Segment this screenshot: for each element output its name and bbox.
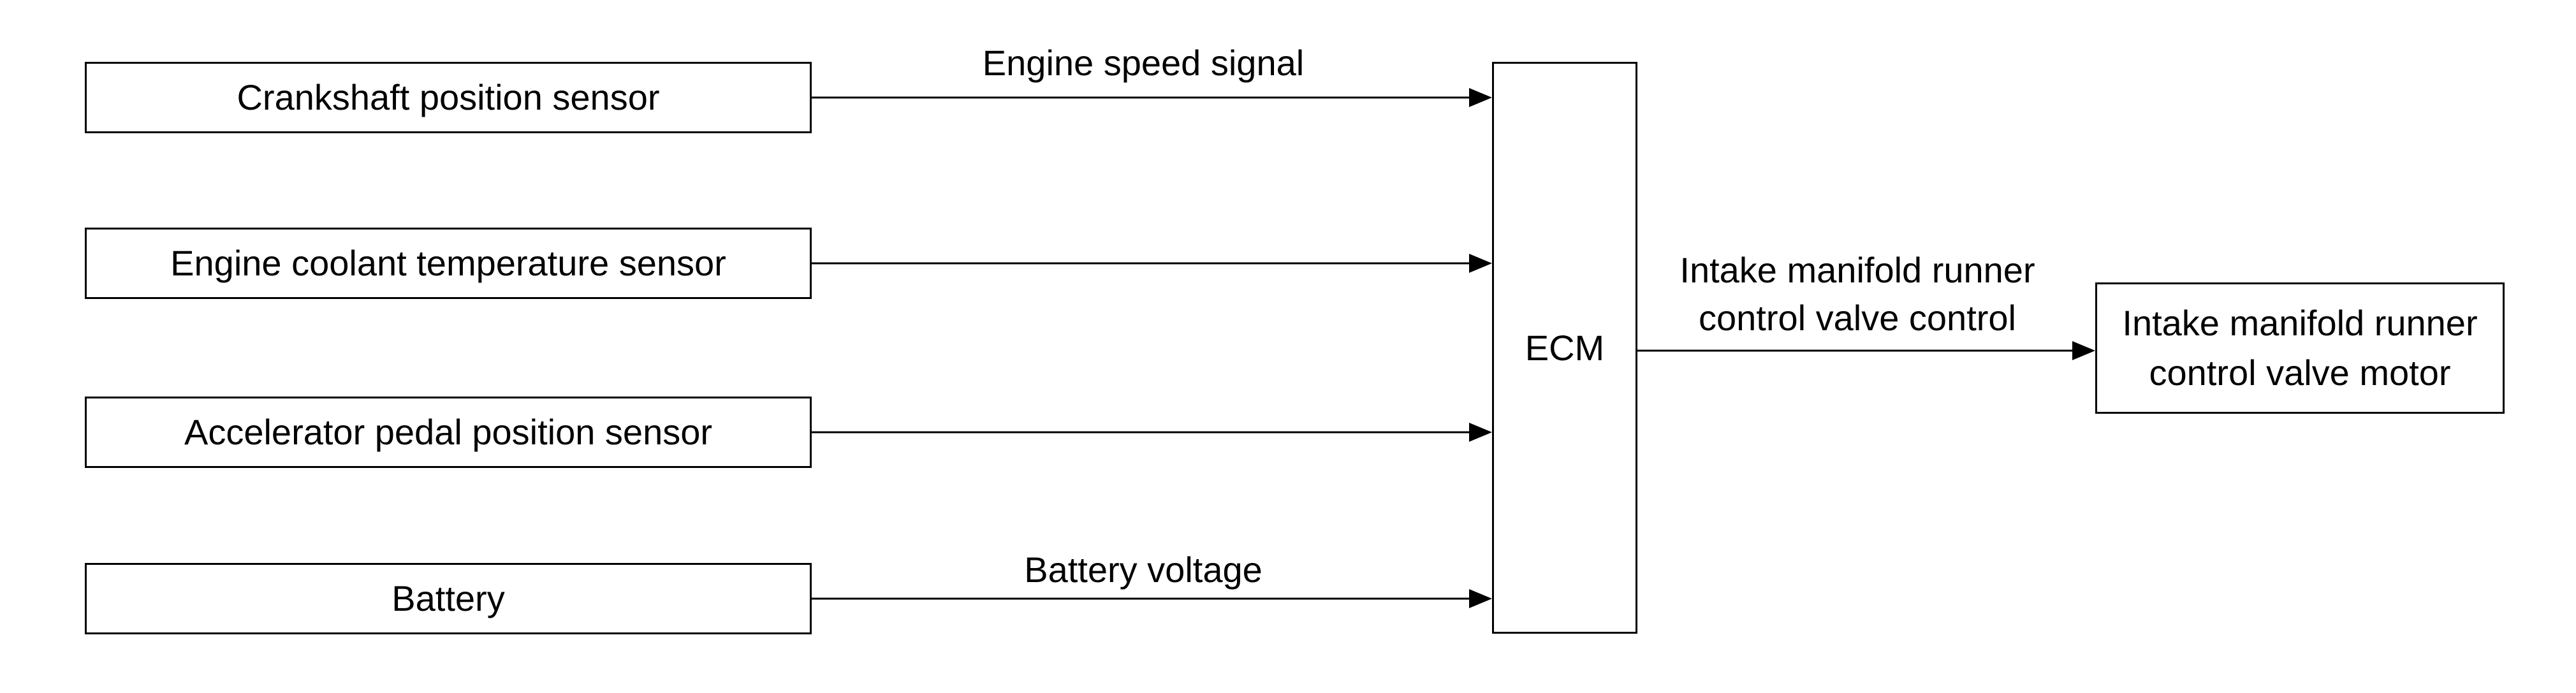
battery-voltage-label: Battery voltage <box>1024 550 1262 590</box>
arrow-crankshaft-to-ecm <box>812 88 1492 107</box>
accelerator-sensor-label: Accelerator pedal position sensor <box>184 412 713 452</box>
arrow-accelerator-to-ecm <box>812 423 1492 442</box>
coolant-sensor-label: Engine coolant temperature sensor <box>170 243 726 283</box>
coolant-sensor-box: Engine coolant temperature sensor <box>85 228 812 299</box>
valve-motor-label-line1: Intake manifold runner <box>2122 303 2478 343</box>
control-signal-label-line2: control valve control <box>1698 298 2016 338</box>
crankshaft-sensor-box: Crankshaft position sensor <box>85 62 812 133</box>
ecm-box: ECM <box>1492 62 1637 634</box>
arrow-coolant-to-ecm <box>812 254 1492 273</box>
arrow-battery-to-ecm <box>812 589 1492 608</box>
accelerator-sensor-box: Accelerator pedal position sensor <box>85 397 812 468</box>
control-signal-label-line1: Intake manifold runner <box>1680 250 2035 290</box>
valve-motor-label-line2: control valve motor <box>2149 353 2451 393</box>
ecm-label: ECM <box>1525 327 1605 368</box>
arrow-ecm-to-valve-motor <box>1637 341 2095 360</box>
engine-speed-signal-label: Engine speed signal <box>982 43 1305 83</box>
valve-motor-box: Intake manifold runner control valve mot… <box>2095 282 2505 414</box>
crankshaft-sensor-label: Crankshaft position sensor <box>237 77 660 117</box>
battery-label: Battery <box>392 578 505 618</box>
battery-box: Battery <box>85 563 812 634</box>
